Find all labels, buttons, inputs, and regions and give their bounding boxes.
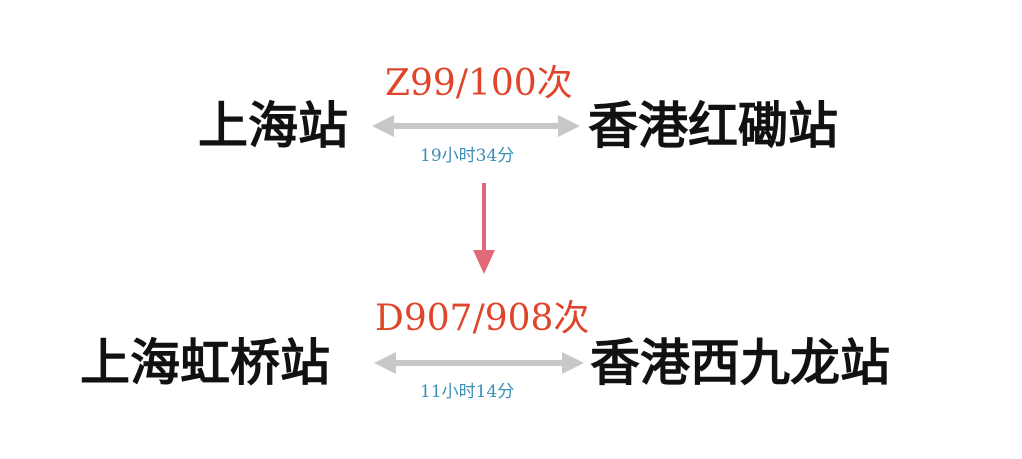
- transition-down-arrow: [473, 183, 495, 274]
- route-1-duration: 19小时34分: [420, 146, 515, 166]
- route-1-origin-station: 上海站: [198, 96, 348, 155]
- route-2-origin-station: 上海虹桥站: [80, 333, 330, 392]
- route-2-destination-station: 香港西九龙站: [590, 333, 890, 392]
- route-1-train-number: Z99/100次: [385, 63, 573, 104]
- route-2-duration: 11小时14分: [420, 382, 515, 402]
- route-1-destination-station: 香港红磡站: [588, 96, 838, 155]
- route-2-train-number: D907/908次: [375, 298, 590, 339]
- route-2-double-arrow: [374, 352, 584, 374]
- route-1-double-arrow: [372, 115, 580, 137]
